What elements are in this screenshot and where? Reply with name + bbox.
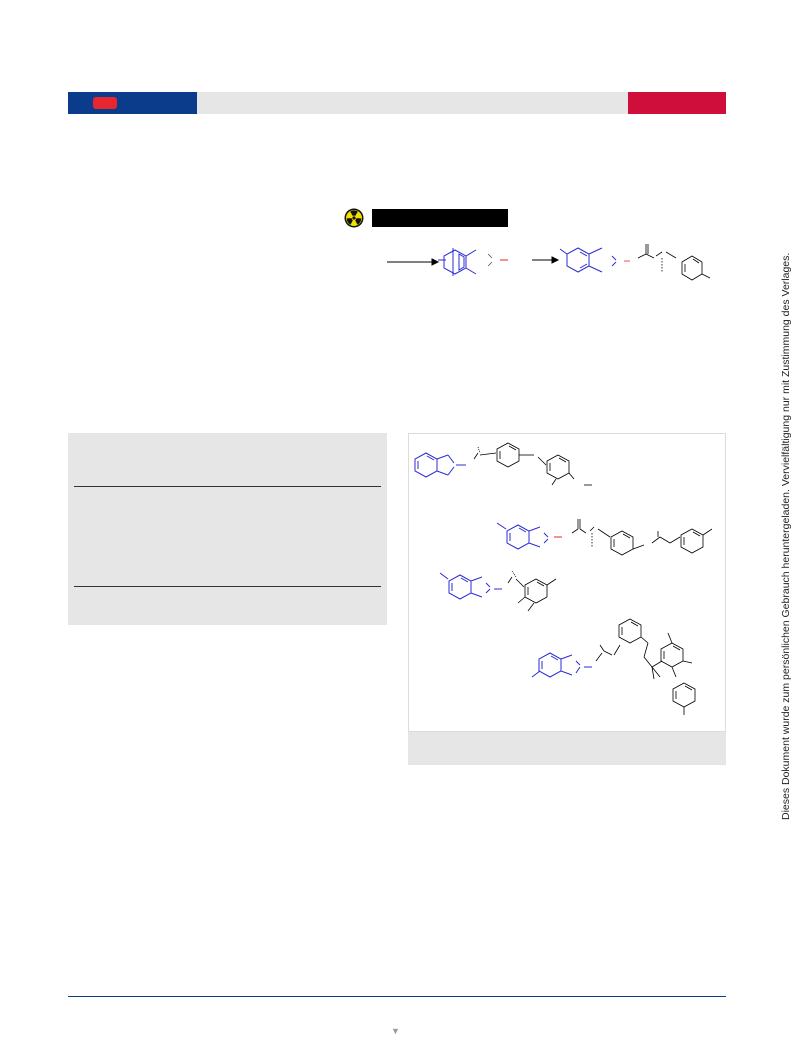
intermediate-structure <box>438 248 477 276</box>
footer-rule <box>68 996 726 997</box>
structure-4 <box>531 618 696 715</box>
info-box-divider <box>74 486 381 487</box>
structure-1 <box>414 442 592 486</box>
radiation-hazard-icon <box>344 208 364 228</box>
header-accent-block <box>628 92 726 114</box>
reaction-arrow <box>532 256 560 264</box>
reaction-scheme <box>387 244 711 281</box>
side-note-text: Dieses Dokument wurde zum persönlichen G… <box>780 252 792 820</box>
info-box <box>68 433 387 625</box>
figure-box <box>408 433 726 732</box>
figure-caption-panel <box>408 732 726 765</box>
structure-2 <box>496 519 713 556</box>
info-box-divider <box>74 586 381 587</box>
header-brand-block <box>68 92 197 114</box>
header-middle-band <box>197 92 628 114</box>
header-badge <box>93 97 117 109</box>
triangle-down-icon: ▼ <box>391 1026 400 1036</box>
figure-structures <box>414 442 713 715</box>
structure-3 <box>439 570 557 612</box>
reaction-arrow <box>387 258 440 266</box>
header-bar <box>68 92 726 114</box>
redacted-label-bar <box>372 209 508 227</box>
product-structure <box>559 247 617 273</box>
